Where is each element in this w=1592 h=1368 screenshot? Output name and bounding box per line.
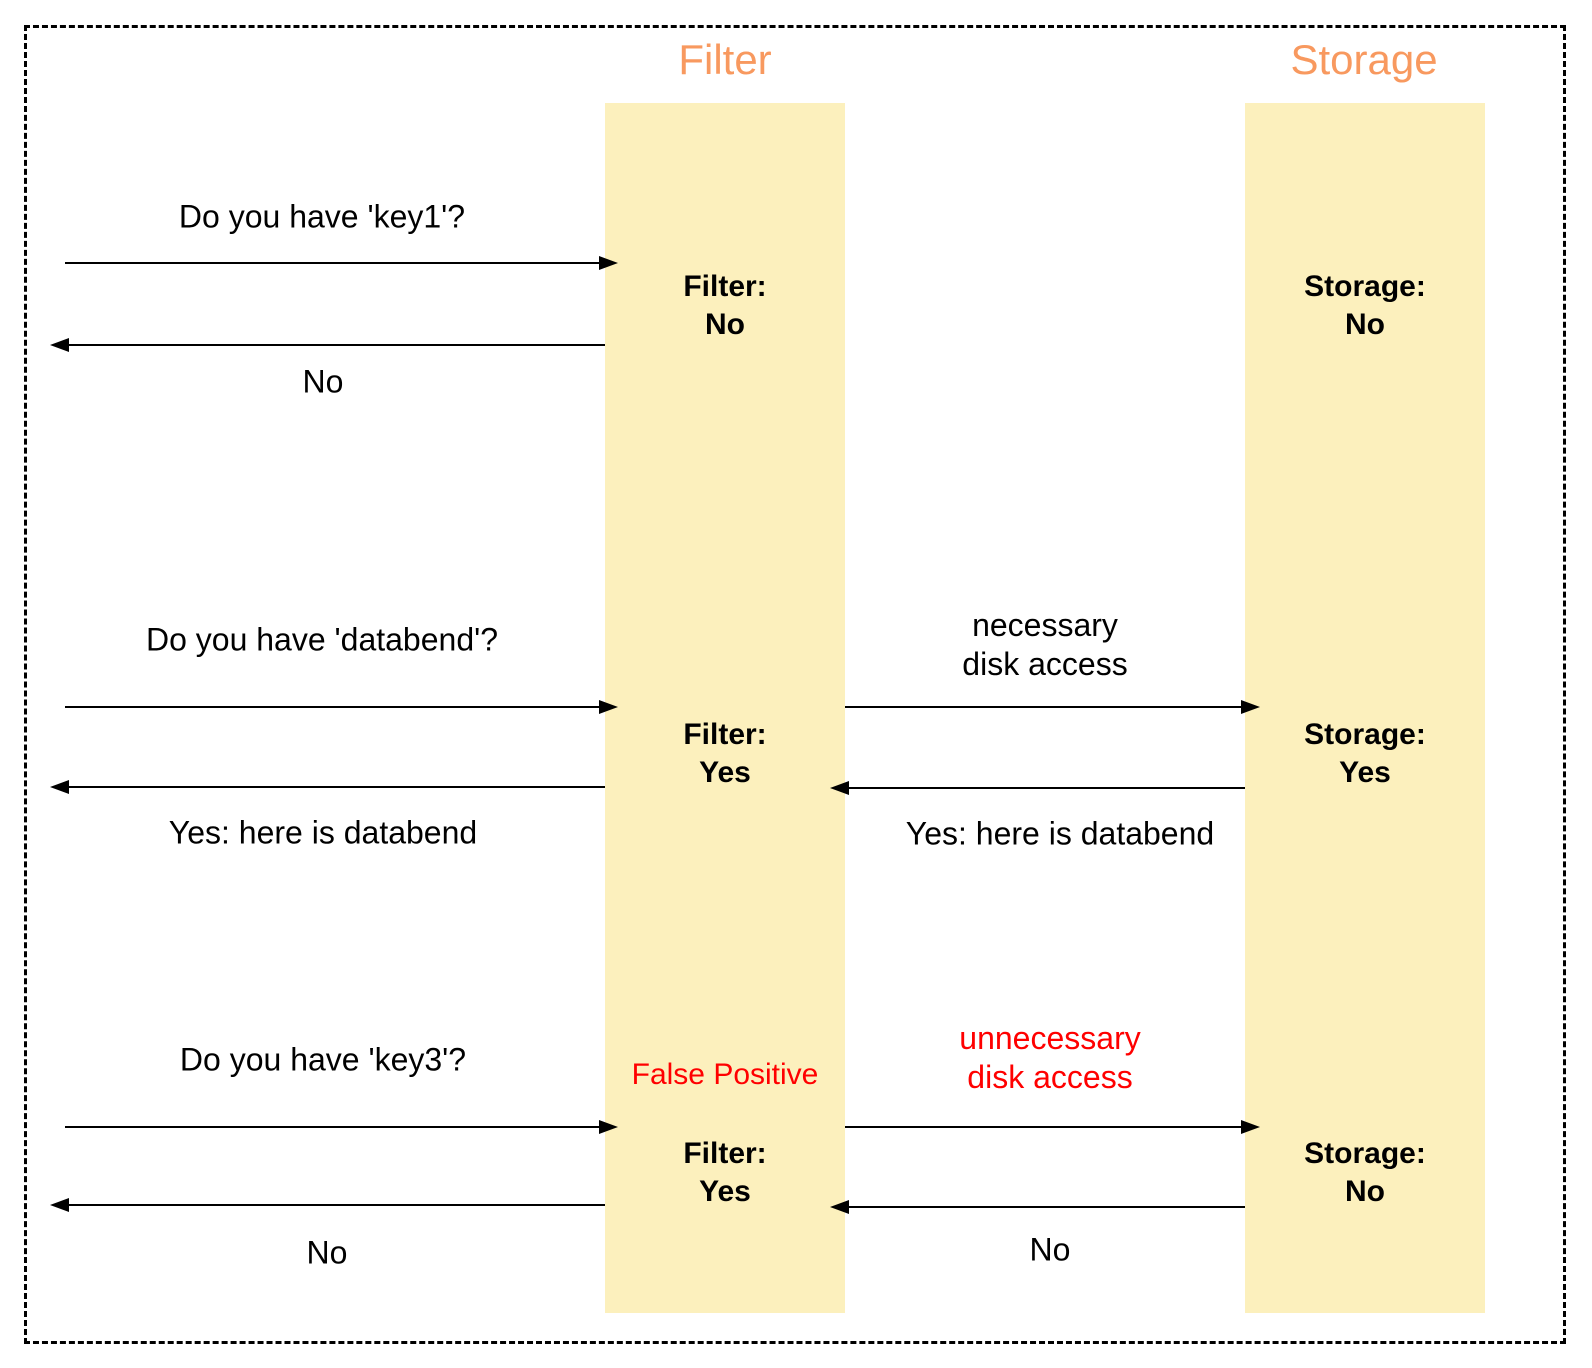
unnecessary-disk-access-note: unnecessary disk access [959, 1019, 1140, 1097]
storage-status-key1: Storage: No [1304, 268, 1426, 344]
necessary-disk-access-note: necessary disk access [962, 606, 1127, 684]
response-arrow-key3 [50, 1198, 605, 1212]
note-line-1: unnecessary [959, 1020, 1141, 1056]
response-arrow-key1 [50, 338, 605, 352]
client-response-databend: Yes: here is databend [168, 814, 478, 851]
storage-to-filter-arrow-key3 [830, 1200, 1245, 1214]
filter-lane [605, 103, 845, 1313]
filter-status-label: Filter: [683, 718, 767, 751]
storage-status-value: No [1345, 308, 1385, 341]
note-line-1: necessary [972, 607, 1118, 643]
diagram-dashed-border [24, 25, 1566, 1344]
response-arrow-databend [50, 780, 605, 794]
storage-lane-title: Storage [1290, 36, 1438, 83]
filter-status-value: Yes [699, 756, 751, 789]
storage-lane [1245, 103, 1485, 1313]
storage-status-value: Yes [1339, 756, 1391, 789]
filter-to-storage-arrow-key3 [845, 1120, 1260, 1134]
false-positive-note: False Positive [631, 1058, 819, 1091]
request-message-databend: Do you have 'databend'? [145, 621, 499, 658]
storage-status-label: Storage: [1304, 270, 1426, 303]
storage-status-label: Storage: [1304, 1137, 1426, 1170]
request-arrow-databend [65, 700, 618, 714]
client-response-key1: No [302, 363, 344, 400]
filter-status-value: Yes [699, 1175, 751, 1208]
request-message-key3: Do you have 'key3'? [179, 1041, 467, 1078]
storage-response-databend: Yes: here is databend [905, 815, 1215, 852]
storage-status-value: No [1345, 1175, 1385, 1208]
filter-status-key1: Filter: No [683, 268, 766, 344]
client-response-key3: No [306, 1234, 348, 1271]
note-line-2: disk access [967, 1059, 1133, 1095]
filter-status-value: No [705, 308, 745, 341]
filter-status-key3: Filter: Yes [683, 1135, 766, 1211]
request-arrow-key3 [65, 1120, 618, 1134]
filter-to-storage-arrow-databend [845, 700, 1260, 714]
filter-status-databend: Filter: Yes [683, 716, 766, 792]
storage-status-key3: Storage: No [1304, 1135, 1426, 1211]
storage-status-label: Storage: [1304, 718, 1426, 751]
request-arrow-key1 [65, 256, 618, 270]
storage-to-filter-arrow-databend [830, 781, 1245, 795]
request-message-key1: Do you have 'key1'? [178, 198, 466, 235]
storage-status-databend: Storage: Yes [1304, 716, 1426, 792]
storage-response-key3: No [1029, 1231, 1071, 1268]
note-line-2: disk access [962, 646, 1128, 682]
filter-status-label: Filter: [683, 270, 767, 303]
filter-status-label: Filter: [683, 1137, 767, 1170]
filter-lane-title: Filter [678, 36, 772, 83]
